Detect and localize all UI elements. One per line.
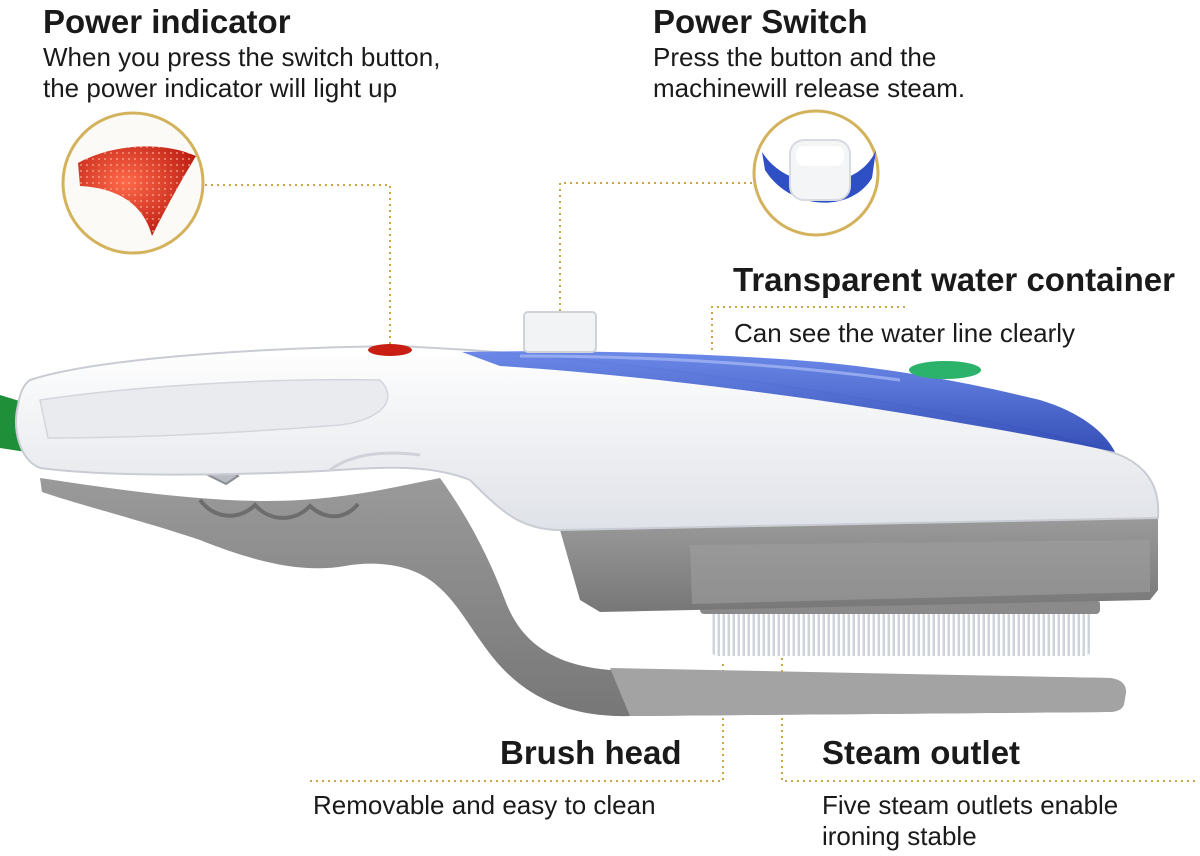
callout-brush-head-desc: Removable and easy to clean — [313, 790, 656, 821]
power-indicator-desc-line1: When you press the switch button, — [43, 42, 441, 72]
switch-zoom-circle — [752, 109, 880, 237]
callout-power-indicator: Power indicator When you press the switc… — [43, 2, 440, 104]
grip-ridges — [198, 498, 360, 520]
brush-bristles — [710, 610, 1092, 656]
callout-steam-outlet-desc: Five steam outlets enable ironing stable — [822, 790, 1118, 852]
callout-water-container-desc: Can see the water line clearly — [734, 318, 1075, 349]
brush-head-desc: Removable and easy to clean — [313, 790, 656, 820]
water-container-desc: Can see the water line clearly — [734, 318, 1076, 348]
leader-line-power-indicator — [205, 184, 391, 345]
water-tank — [462, 351, 1115, 452]
power-indicator-title: Power indicator — [43, 3, 291, 40]
steam-outlet-desc-line1: Five steam outlets enable — [822, 790, 1119, 820]
callout-water-container: Transparent water container — [733, 260, 1175, 300]
power-switch-desc-line2: machinewill release steam. — [653, 73, 966, 103]
callout-brush-head: Brush head — [500, 733, 682, 773]
base-plate — [610, 668, 1126, 716]
power-indicator-desc-line2: the power indicator will light up — [43, 73, 398, 103]
water-cap — [909, 361, 981, 379]
steam-outlet-title: Steam outlet — [822, 734, 1021, 771]
water-container-title: Transparent water container — [733, 261, 1175, 298]
leader-line-water-container — [711, 306, 905, 352]
callout-power-switch: Power Switch Press the button and the ma… — [653, 2, 965, 104]
indicator-on-body — [368, 344, 412, 356]
indicator-zoom-circle — [61, 111, 205, 255]
callout-steam-outlet: Steam outlet — [822, 733, 1020, 773]
switch-button-on-body — [523, 311, 597, 353]
power-switch-title: Power Switch — [653, 3, 868, 40]
power-switch-desc-line1: Press the button and the — [653, 42, 937, 72]
brush-head-title: Brush head — [500, 734, 682, 771]
steam-outlet-desc-line2: ironing stable — [822, 821, 977, 851]
leader-line-power-switch — [559, 182, 752, 312]
grip-handle — [40, 478, 1126, 717]
